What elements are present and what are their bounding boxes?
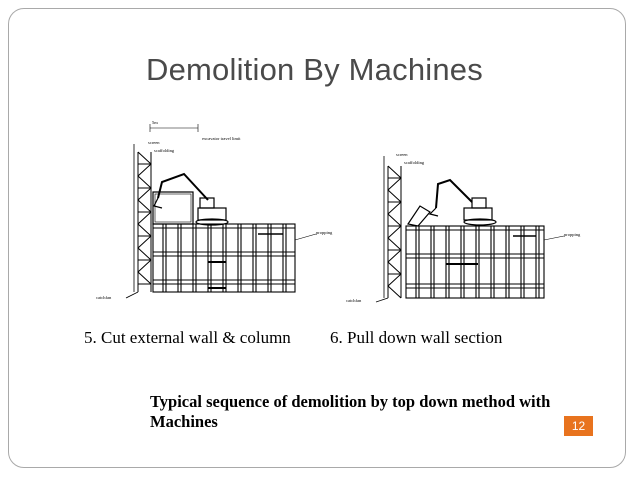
demolition-drawing: 5m excavator travel limit screen scaffol… [96,120,581,303]
left-building-grid [152,223,296,293]
right-building-drawing [375,156,565,303]
slide-title: Demolition By Machines [146,52,483,87]
right-label-screen: screen [396,152,408,157]
left-scaffolding [137,151,152,292]
left-label-propping: propping [316,230,333,235]
right-scaffolding [387,165,402,299]
figure-title: Typical sequence of demolition by top do… [150,392,551,431]
right-building-grid [405,225,545,299]
right-excavator [428,178,497,226]
caption-step-5: 5. Cut external wall & column [84,328,291,347]
right-label-propping: propping [564,232,581,237]
right-label-scaffolding: scaffolding [404,160,425,165]
left-label-excavator-travel: excavator travel limit [202,136,241,141]
demolition-figure: 5m excavator travel limit screen scaffol… [58,102,598,454]
right-label-catchfan: catchfan [346,298,362,303]
left-label-screen: screen [148,140,160,145]
left-label-catchfan: catchfan [96,295,112,300]
left-label-scaffolding: scaffolding [154,148,175,153]
caption-step-6: 6. Pull down wall section [330,328,503,347]
left-label-dimension: 5m [152,120,158,125]
left-building-drawing [125,124,317,299]
page-number-badge: 12 [564,416,593,436]
left-excavator [153,172,229,226]
